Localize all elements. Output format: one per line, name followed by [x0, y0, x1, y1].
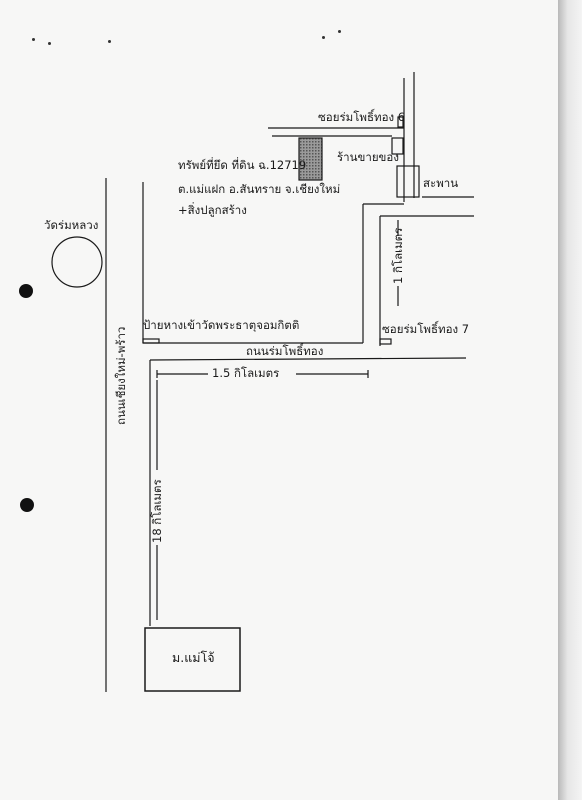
label-property-line3: +สิ่งปลูกสร้าง — [178, 203, 247, 217]
wat-rom-luang-symbol — [51, 236, 103, 288]
label-wat-rom-luang: วัดร่มหลวง — [44, 218, 99, 232]
label-18km: 18 กิโลเมตร — [150, 479, 164, 543]
speck — [338, 30, 341, 33]
label-property-line1: ทรัพย์ที่ยึด ที่ดิน ฉ.12719 — [178, 158, 307, 172]
speck — [48, 42, 51, 45]
road-rom-pho-thong-bottom — [149, 357, 467, 361]
label-1km: 1 กิโลเมตร — [391, 227, 405, 284]
label-soi-7: ซอยร่มโพธิ์ทอง 7 — [382, 322, 470, 336]
speck — [108, 40, 111, 43]
label-wat-sign: ป้ายหางเข้าวัดพระธาตุจอมกิตติ — [143, 318, 300, 332]
label-bridge: สะพาน — [423, 176, 459, 190]
soi6-marker — [397, 116, 404, 128]
label-road-cm-phrao: ถนนเชียงใหม่-พร้าว — [114, 326, 128, 425]
wat-sign-marker — [142, 338, 160, 344]
label-mae-jo: ม.แม่โจ้ — [172, 650, 215, 665]
label-property-line2: ต.แม่แฝก อ.สันทราย จ.เชียงใหม่ — [178, 182, 341, 196]
speck — [322, 36, 325, 39]
property-box — [298, 137, 323, 181]
scanned-page — [0, 0, 558, 800]
label-road-rom-pho-thong: ถนนร่มโพธิ์ทอง — [246, 344, 324, 358]
speck — [32, 38, 35, 41]
punch-hole-bottom — [20, 498, 34, 512]
bridge-box — [396, 165, 420, 198]
label-soi-6: ซอยร่มโพธิ์ทอง 6 — [318, 110, 406, 124]
scan-edge-shadow — [558, 0, 582, 800]
label-shop: ร้านขายของ — [337, 150, 399, 164]
mae-jo-box — [144, 627, 241, 692]
label-1-5km: 1.5 กิโลเมตร — [212, 366, 280, 380]
punch-hole-top — [19, 284, 33, 298]
soi7-marker — [379, 338, 392, 345]
shop-box — [391, 137, 404, 155]
